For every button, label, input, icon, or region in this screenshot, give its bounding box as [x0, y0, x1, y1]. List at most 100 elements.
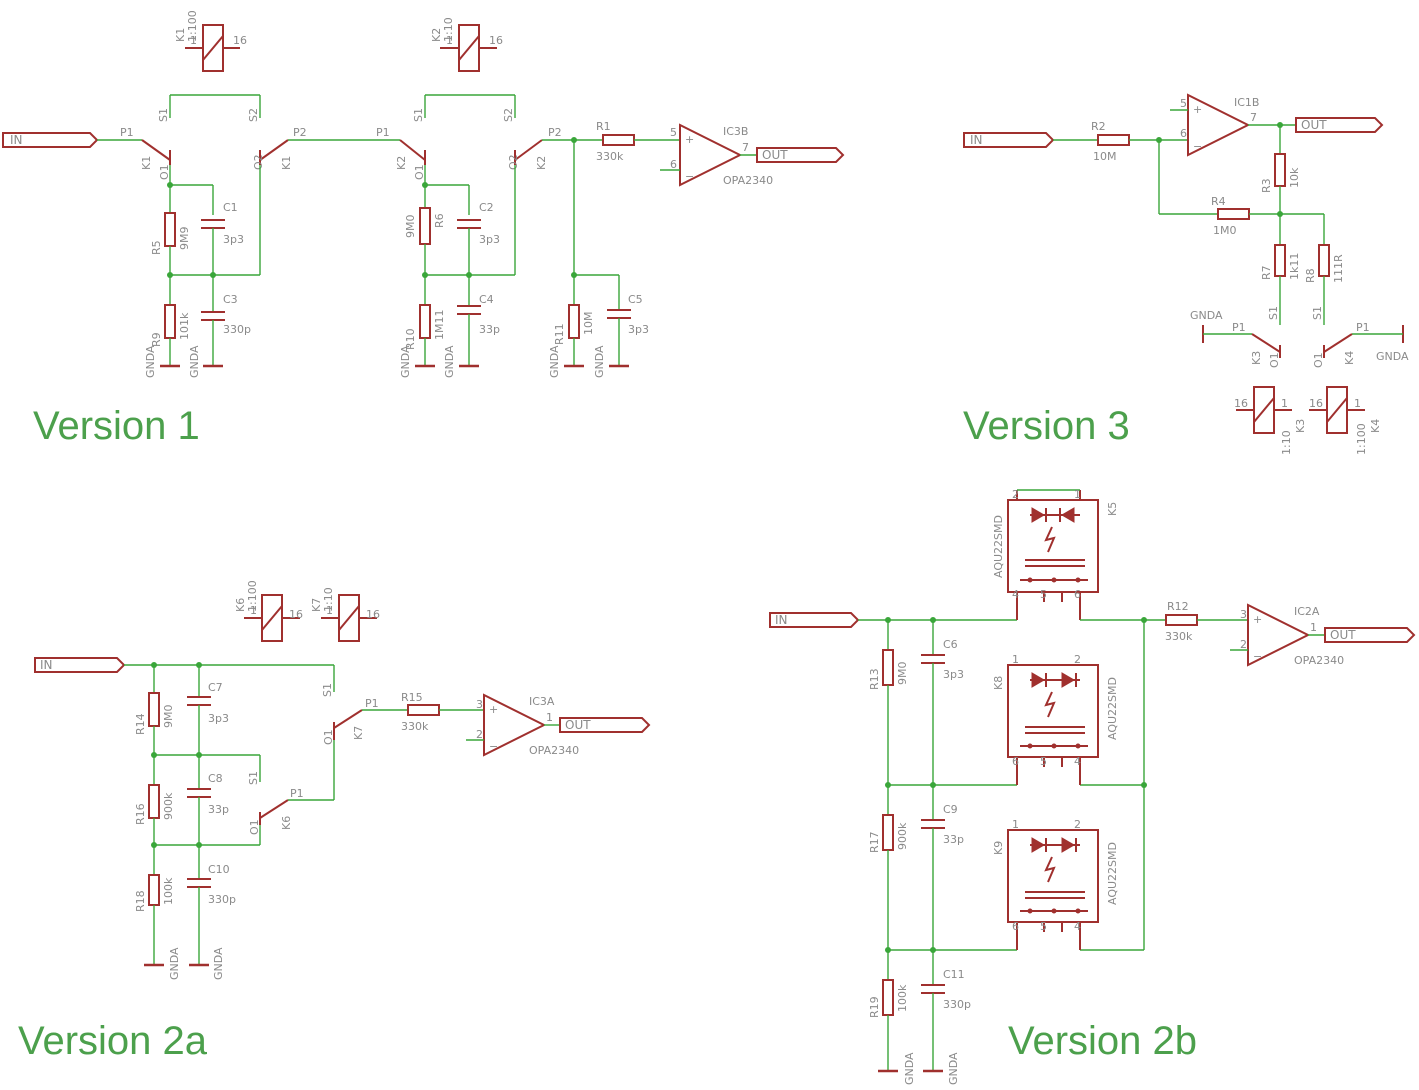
svg-text:IC1B: IC1B — [1234, 96, 1259, 109]
in-port-v1: IN — [2, 132, 99, 148]
svg-text:OPA2340: OPA2340 — [723, 174, 773, 187]
svg-text:GNDA: GNDA — [443, 345, 456, 378]
svg-text:S1: S1 — [1267, 306, 1280, 320]
svg-text:−: − — [685, 170, 694, 183]
svg-text:P1: P1 — [120, 126, 134, 139]
svg-text:10M: 10M — [582, 312, 595, 336]
svg-text:C9: C9 — [943, 803, 958, 816]
svg-text:+: + — [489, 703, 498, 716]
svg-text:330p: 330p — [208, 893, 236, 906]
svg-text:5: 5 — [1180, 97, 1187, 110]
svg-text:4: 4 — [1074, 755, 1081, 768]
svg-text:330k: 330k — [596, 150, 624, 163]
svg-text:P1: P1 — [290, 787, 304, 800]
svg-text:4: 4 — [1012, 588, 1019, 601]
svg-text:1M0: 1M0 — [1213, 224, 1237, 237]
svg-text:GNDA: GNDA — [188, 345, 201, 378]
svg-text:S1: S1 — [321, 683, 334, 697]
svg-text:O1: O1 — [158, 164, 171, 180]
svg-text:1:10: 1:10 — [1280, 430, 1293, 455]
svg-text:5: 5 — [1040, 755, 1047, 768]
svg-text:O1: O1 — [248, 819, 261, 835]
version-3-circuit: IN R2 10M R4 1M0 + − 5 6 7 IC1B OUT — [963, 93, 1409, 455]
svg-text:16: 16 — [366, 608, 380, 621]
svg-text:K4: K4 — [1369, 419, 1382, 433]
svg-text:K7: K7 — [310, 598, 323, 612]
svg-text:900k: 900k — [162, 792, 175, 820]
svg-text:R11: R11 — [553, 323, 566, 345]
svg-text:K9: K9 — [992, 841, 1005, 855]
svg-text:K2: K2 — [535, 156, 548, 170]
svg-text:2: 2 — [1074, 818, 1081, 831]
opamp-ic3b: + − 5 6 7 IC3B OPA2340 — [660, 123, 773, 187]
svg-text:S1: S1 — [1311, 306, 1324, 320]
svg-text:R6: R6 — [433, 213, 446, 228]
svg-text:R13: R13 — [868, 668, 881, 690]
svg-text:K1: K1 — [280, 156, 293, 170]
relay-k3-coil: 16 1 1:10 K3 — [1234, 386, 1307, 455]
svg-text:1: 1 — [1281, 397, 1288, 410]
svg-text:S1: S1 — [157, 108, 170, 122]
svg-text:330p: 330p — [223, 323, 251, 336]
svg-text:P1: P1 — [376, 126, 390, 139]
svg-text:6: 6 — [1012, 920, 1019, 933]
svg-text:330p: 330p — [943, 998, 971, 1011]
svg-text:1:100: 1:100 — [246, 580, 259, 612]
svg-text:K1: K1 — [140, 156, 153, 170]
svg-text:C4: C4 — [479, 293, 494, 306]
svg-text:R18: R18 — [134, 890, 147, 912]
svg-text:R16: R16 — [134, 803, 147, 825]
svg-text:R19: R19 — [868, 996, 881, 1018]
svg-text:R8: R8 — [1304, 268, 1317, 283]
svg-text:33p: 33p — [943, 833, 964, 846]
svg-text:6: 6 — [670, 158, 677, 171]
version-1-circuit: IN 1 16 K1 1:100 S1 S2 P1 P2 K1 O1 O2 K1 — [2, 10, 845, 378]
svg-text:S1: S1 — [412, 108, 425, 122]
svg-text:9M9: 9M9 — [178, 227, 191, 251]
svg-text:GNDA: GNDA — [399, 345, 412, 378]
photomos-relay-k8: 1 2 6 5 4 K8 AQU22SMD — [992, 653, 1119, 785]
svg-text:1: 1 — [1310, 621, 1317, 634]
svg-text:6: 6 — [1012, 755, 1019, 768]
svg-text:16: 16 — [233, 34, 247, 47]
svg-text:O2: O2 — [252, 154, 265, 170]
svg-text:16: 16 — [489, 34, 503, 47]
svg-text:OPA2340: OPA2340 — [529, 744, 579, 757]
svg-text:3p3: 3p3 — [943, 668, 964, 681]
svg-text:IN: IN — [775, 613, 788, 627]
svg-text:GNDA: GNDA — [593, 345, 606, 378]
svg-text:P2: P2 — [293, 126, 307, 139]
svg-text:K8: K8 — [992, 676, 1005, 690]
svg-text:2: 2 — [1240, 638, 1247, 651]
svg-text:4: 4 — [1074, 920, 1081, 933]
svg-text:R4: R4 — [1211, 195, 1226, 208]
svg-text:GNDA: GNDA — [212, 947, 225, 980]
svg-text:K3: K3 — [1250, 351, 1263, 365]
svg-text:C11: C11 — [943, 968, 965, 981]
svg-text:R3: R3 — [1260, 178, 1273, 193]
svg-text:−: − — [1193, 140, 1202, 153]
svg-text:+: + — [1193, 103, 1202, 116]
svg-text:AQU22SMD: AQU22SMD — [1106, 842, 1119, 905]
svg-text:GNDA: GNDA — [903, 1052, 916, 1085]
svg-text:−: − — [489, 740, 498, 753]
svg-text:O1: O1 — [1312, 352, 1325, 368]
svg-text:1: 1 — [1354, 397, 1361, 410]
svg-text:330k: 330k — [1165, 630, 1193, 643]
svg-text:111R: 111R — [1332, 254, 1345, 283]
opamp-ic1b: + − 5 6 7 IC1B — [1170, 93, 1259, 157]
opamp-ic3a: + − 3 2 1 IC3A OPA2340 — [466, 693, 579, 757]
svg-text:IC3A: IC3A — [529, 695, 555, 708]
svg-text:P1: P1 — [1356, 321, 1370, 334]
in-port-v3: IN — [963, 132, 1055, 148]
svg-text:9M0: 9M0 — [896, 662, 909, 686]
svg-text:O1: O1 — [322, 729, 335, 745]
svg-text:K6: K6 — [234, 598, 247, 612]
svg-text:GNDA: GNDA — [168, 947, 181, 980]
version-2b-circuit: IN 2 1 4 — [769, 488, 1416, 1085]
svg-text:O1: O1 — [413, 164, 426, 180]
svg-text:OUT: OUT — [565, 718, 591, 732]
version-2a-label: Version 2a — [18, 1019, 208, 1063]
version-2a-circuit: 1 16 K6 1:100 1 16 K7 1:10 IN S1 R14 9M0 — [34, 580, 651, 980]
